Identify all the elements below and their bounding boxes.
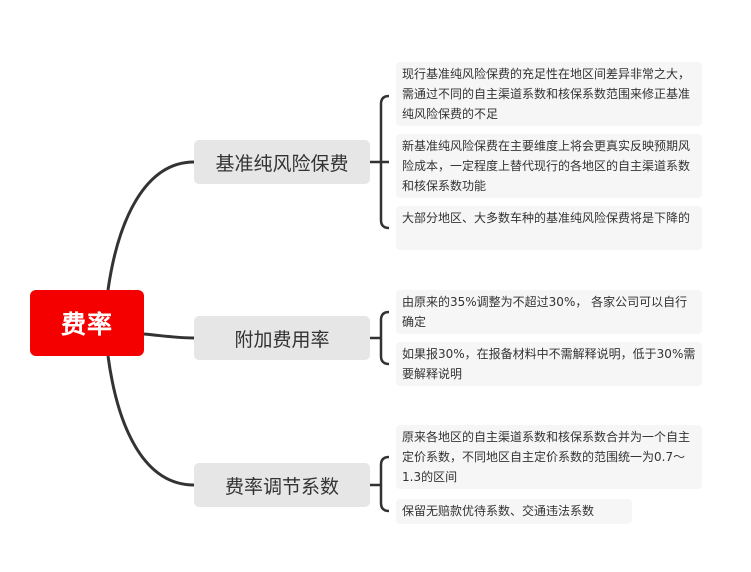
leaf-node-2-1[interactable]: 由原来的35%调整为不超过30%， 各家公司可以自行确定: [396, 290, 702, 334]
link-root-branch-1: [106, 160, 195, 291]
bracket-branch-2: [370, 310, 390, 366]
branch-node-3[interactable]: 费率调节系数: [194, 463, 370, 507]
branch-node-1[interactable]: 基准纯风险保费: [194, 140, 370, 184]
leaf-text: 大部分地区、大多数车种的基准纯风险保费将是下降的: [402, 211, 691, 225]
branch-label: 基准纯风险保费: [215, 152, 349, 175]
leaf-node-1-2[interactable]: 新基准纯风险保费在主要维度上将会更真实反映预期风险成本，一定程度上替代现行的各地…: [396, 134, 702, 198]
branch-label: 附加费用率: [234, 328, 330, 351]
leaf-text: 现行基准纯风险保费的充足性在地区间差异非常之大，需通过不同的自主渠道系数和核保系…: [402, 67, 691, 121]
bracket-branch-1: [370, 94, 390, 230]
bracket-branch-3: [370, 455, 390, 513]
link-root-branch-3: [106, 355, 195, 487]
leaf-node-3-1[interactable]: 原来各地区的自主渠道系数和核保系数合并为一个自主定价系数，不同地区自主定价系数的…: [396, 425, 702, 489]
leaf-text: 保留无赔款优待系数、交通违法系数: [402, 504, 595, 518]
link-root-branch-2: [143, 332, 195, 340]
leaf-node-2-2[interactable]: 如果报30%，在报备材料中不需解释说明，低于30%需要解释说明: [396, 342, 702, 386]
leaf-text: 如果报30%，在报备材料中不需解释说明，低于30%需要解释说明: [402, 347, 696, 381]
branch-label: 费率调节系数: [224, 475, 339, 498]
leaf-node-1-3[interactable]: 大部分地区、大多数车种的基准纯风险保费将是下降的: [396, 206, 702, 250]
leaf-text: 新基准纯风险保费在主要维度上将会更真实反映预期风险成本，一定程度上替代现行的各地…: [402, 139, 691, 193]
branch-node-2[interactable]: 附加费用率: [194, 316, 370, 360]
root-node[interactable]: 费率: [30, 290, 144, 356]
leaf-text: 由原来的35%调整为不超过30%， 各家公司可以自行确定: [402, 295, 688, 329]
leaf-node-1-1[interactable]: 现行基准纯风险保费的充足性在地区间差异非常之大，需通过不同的自主渠道系数和核保系…: [396, 62, 702, 126]
root-label: 费率: [60, 310, 113, 339]
leaf-text: 原来各地区的自主渠道系数和核保系数合并为一个自主定价系数，不同地区自主定价系数的…: [402, 430, 691, 484]
leaf-node-3-2[interactable]: 保留无赔款优待系数、交通违法系数: [396, 499, 632, 524]
